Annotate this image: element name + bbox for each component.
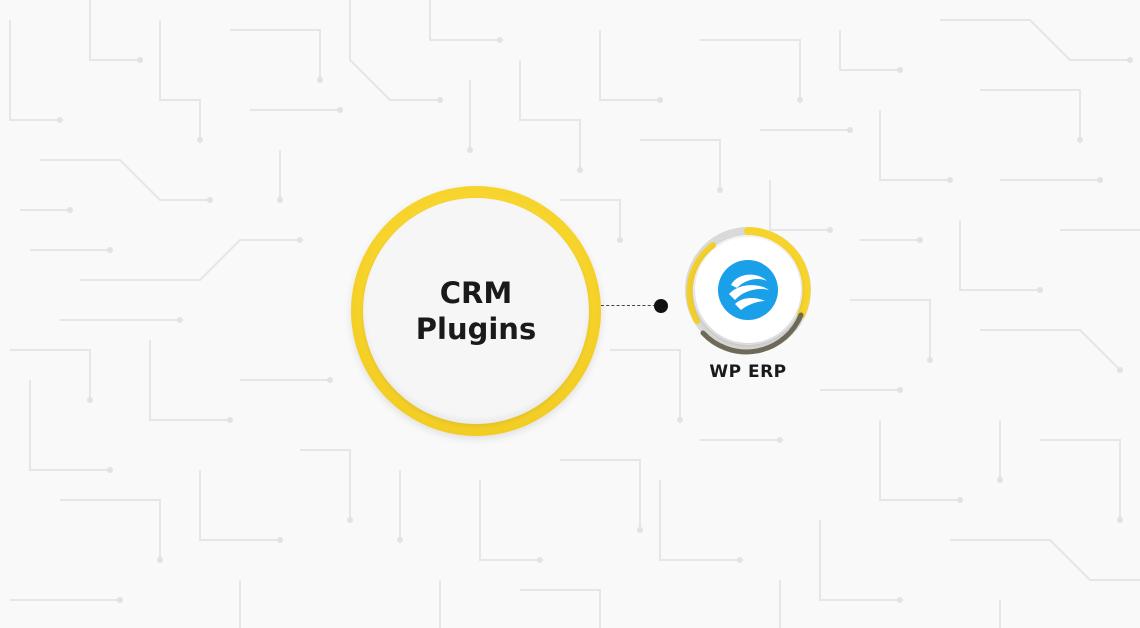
- hub-node-connector: [601, 305, 661, 308]
- node-ring-dark-arc: [700, 312, 804, 355]
- wp-erp-logo-icon: [718, 260, 778, 320]
- hub-title: CRM Plugins: [415, 276, 537, 346]
- hub-circle: CRM Plugins: [363, 198, 589, 424]
- node-ring-yellow-arc: [744, 227, 811, 319]
- node-circle: [695, 237, 801, 343]
- hub-ring: CRM Plugins: [351, 186, 601, 436]
- node-ring: [685, 227, 811, 355]
- node-label: WP ERP: [709, 362, 787, 382]
- connector-endpoint-dot: [654, 299, 668, 313]
- node-ring-left-yellow-arc: [686, 242, 716, 324]
- circuit-traces: [9, 0, 1140, 628]
- node-wp-erp: [683, 225, 813, 355]
